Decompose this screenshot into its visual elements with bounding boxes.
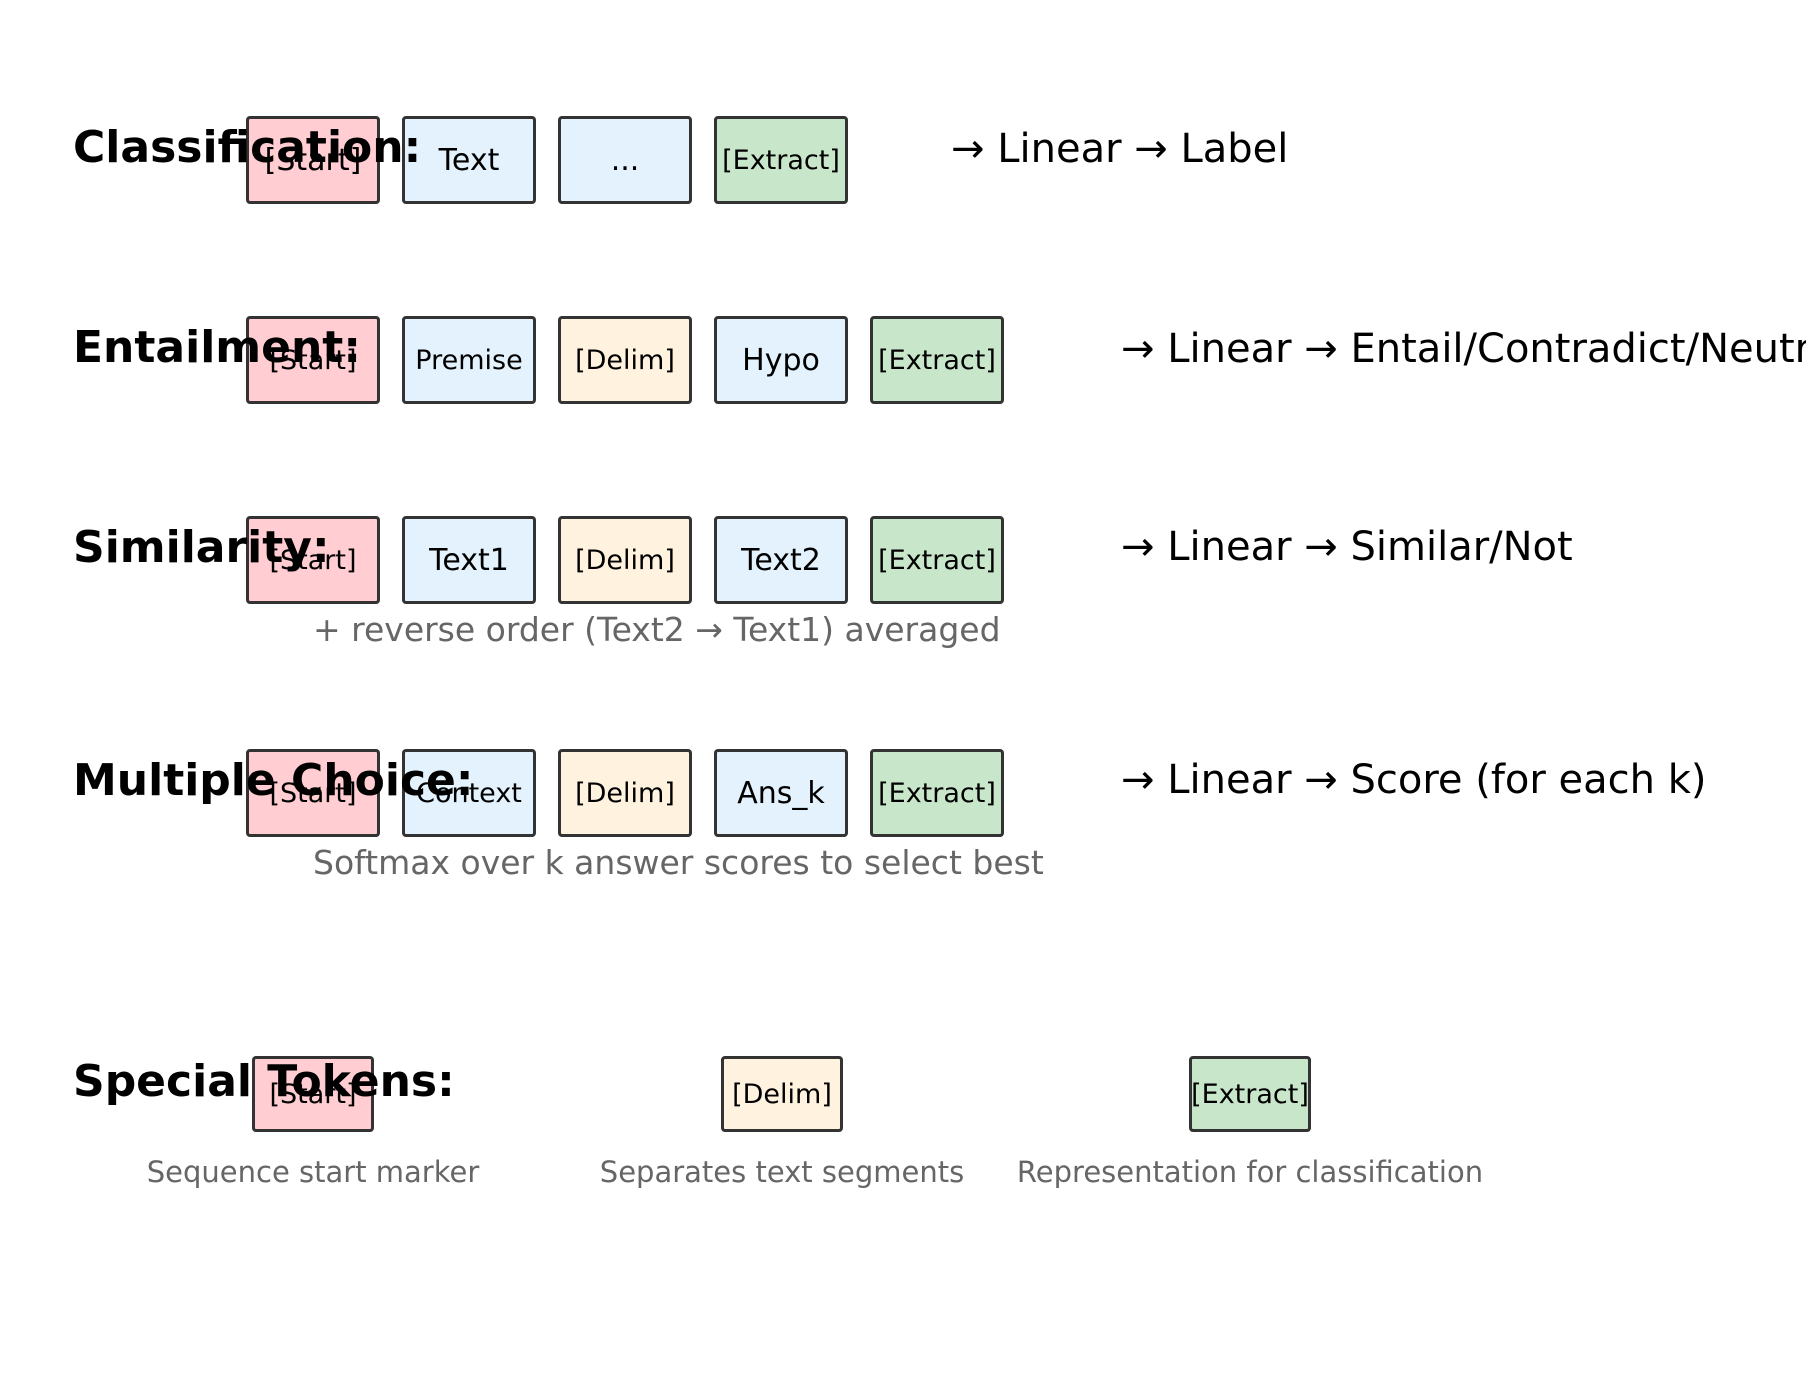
delim-token: [Delim] <box>558 749 692 837</box>
text2-token: Text2 <box>714 516 848 604</box>
ellipsis-token: ... <box>558 116 692 204</box>
delim-token-description: Separates text segments <box>599 1155 965 1189</box>
output-text: → Linear → Similar/Not <box>1121 524 1573 570</box>
row-multiple-choice: Multiple Choice: [Start] Context [Delim]… <box>0 749 1806 882</box>
row-label: Similarity: <box>73 522 330 573</box>
start-token: [Start] <box>252 1056 374 1132</box>
row-similarity: Similarity: [Start] Text1 [Delim] Text2 … <box>0 516 1806 649</box>
output-text: → Linear → Entail/Contradict/Neutral <box>1121 326 1806 372</box>
context-token: Context <box>402 749 536 837</box>
hypo-token: Hypo <box>714 316 848 404</box>
start-token: [Start] <box>246 116 380 204</box>
row-note: + reverse order (Text2 → Text1) averaged <box>313 610 1001 649</box>
output-text: → Linear → Label <box>951 126 1289 172</box>
extract-token: [Extract] <box>870 516 1004 604</box>
extract-token: [Extract] <box>870 749 1004 837</box>
extract-token-description: Representation for classification <box>1016 1155 1484 1189</box>
answer-token: Ans_k <box>714 749 848 837</box>
legend-label: Special Tokens: <box>73 1056 455 1107</box>
text-token: Text <box>402 116 536 204</box>
row-classification: Classification: [Start] Text ... [Extrac… <box>0 116 1806 216</box>
delim-token: [Delim] <box>721 1056 843 1132</box>
extract-token: [Extract] <box>870 316 1004 404</box>
row-note: Softmax over k answer scores to select b… <box>313 843 1044 882</box>
row-label: Classification: <box>73 122 422 173</box>
row-label: Multiple Choice: <box>73 755 474 806</box>
text1-token: Text1 <box>402 516 536 604</box>
premise-token: Premise <box>402 316 536 404</box>
special-tokens-legend: Special Tokens: [Start] [Delim] [Extract… <box>0 1056 1806 1196</box>
start-token: [Start] <box>246 516 380 604</box>
extract-token: [Extract] <box>1189 1056 1311 1132</box>
row-entailment: Entailment: [Start] Premise [Delim] Hypo… <box>0 316 1806 416</box>
start-token: [Start] <box>246 316 380 404</box>
row-label: Entailment: <box>73 322 361 373</box>
output-text: → Linear → Score (for each k) <box>1121 757 1707 803</box>
start-token: [Start] <box>246 749 380 837</box>
start-token-description: Sequence start marker <box>146 1155 480 1189</box>
delim-token: [Delim] <box>558 516 692 604</box>
delim-token: [Delim] <box>558 316 692 404</box>
extract-token: [Extract] <box>714 116 848 204</box>
